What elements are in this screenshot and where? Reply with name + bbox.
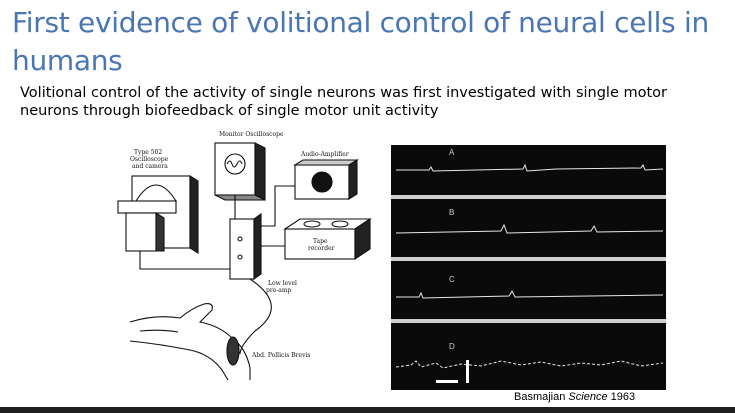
- trace-label-d: D: [449, 342, 455, 351]
- apparatus-diagram: Monitor Oscilloscope Type 502 Oscillosco…: [117, 131, 372, 380]
- trace-panel: A B C D: [391, 145, 666, 390]
- credit-journal: Science: [568, 391, 608, 403]
- label-type502: Type 502: [134, 149, 162, 156]
- source-credit: Basmajian Science 1963: [514, 391, 635, 403]
- trace-a: [396, 163, 664, 172]
- trace-lines: [391, 163, 666, 383]
- preamp: [229, 218, 255, 280]
- credit-author: Basmajian: [514, 391, 566, 403]
- label-audio: Audio-Amplifier: [300, 151, 349, 158]
- label-oscilloscope: Oscilloscope: [130, 156, 169, 163]
- trace-label-a: A: [449, 148, 455, 157]
- slide-subtitle: Volitional control of the activity of si…: [20, 85, 667, 119]
- label-monitor: Monitor Oscilloscope: [219, 131, 284, 138]
- slide-title: First evidence of volitional control of …: [12, 6, 709, 77]
- label-preamp: pre-amp: [266, 287, 292, 294]
- label-lowlevel: Low level: [268, 280, 297, 287]
- trace-c: [396, 289, 664, 299]
- trace-label-c: C: [449, 275, 455, 284]
- bottom-bar: [0, 407, 735, 413]
- credit-year: 1963: [610, 391, 636, 403]
- trace-b: [395, 223, 664, 234]
- label-recorder: recorder: [308, 245, 335, 252]
- label-camera: and camera: [132, 163, 168, 170]
- label-muscle: Abd. Pollicis Brevis: [251, 352, 310, 359]
- label-tape: Tape: [313, 238, 328, 245]
- trace-label-b: B: [449, 208, 455, 217]
- trace-d: [395, 360, 664, 369]
